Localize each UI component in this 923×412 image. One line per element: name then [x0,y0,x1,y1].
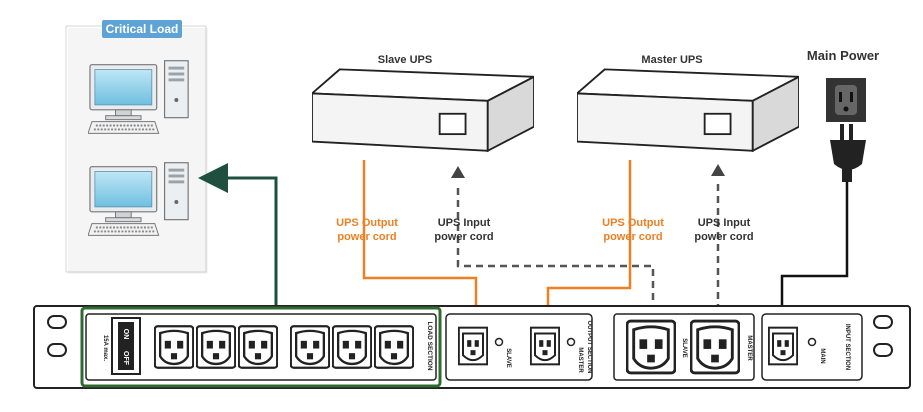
switch-on-label: ON [122,329,129,340]
rack-mount-hole [47,343,67,357]
main-power-title: Main Power [807,48,879,63]
critical-load-title: Critical Load [106,22,179,36]
slave-input-cord-label-line2: power cord [434,231,493,243]
slave-input-label: SLAVE [681,338,687,358]
slave-indicator-led [494,337,504,347]
output-slave-label: SLAVE [505,348,511,368]
load-section-frame [80,306,442,388]
rack-mount-hole [873,315,893,329]
input-section-label: INPUT SECTION [844,324,850,370]
main-indicator-led [807,337,817,347]
load-section-label: LOAD SECTION [426,321,433,370]
breaker-rating: 15A max. [102,335,108,361]
master-input-outlet-icon [690,319,740,375]
load-feed-arrow [198,163,278,308]
critical-load-badge [102,20,182,38]
master-input-label: MASTER [746,335,752,361]
output-master-outlet-icon [530,326,560,366]
output-master-label: MASTER [577,347,583,373]
load-outlet-icon [196,324,236,370]
load-outlet-icon [290,324,330,370]
master-input-cord-label-line1: UPS Input [698,217,751,229]
master-output-cord-label-line2: power cord [603,231,662,243]
load-outlet-icon [154,324,194,370]
slave-output-cord-label-line2: power cord [337,231,396,243]
slave-input-outlet-icon [626,319,676,375]
slave-ups-title: Slave UPS [378,54,432,66]
wall-outlet-icon [826,78,866,122]
rack-mount-hole [47,315,67,329]
load-outlet-icon [332,324,372,370]
master-input-cord [711,164,725,312]
master-ups-title: Master UPS [641,54,702,66]
master-indicator-led [566,337,576,347]
slave-ups-icon [312,68,534,152]
input-section-frame [761,313,863,381]
master-output-cord-label-line1: UPS Output [602,217,664,229]
critical-load-panel: Critical Load [65,20,208,274]
main-input-label: MAIN [819,348,825,363]
breaker-switch [111,317,141,375]
output-section-label: OUTPUT SECTION [586,320,592,373]
output-slave-outlet-icon [458,326,488,366]
master-input-cord-label-line2: power cord [694,231,753,243]
slave-output-cord-label-line1: UPS Output [336,217,398,229]
power-plug-icon [830,124,866,182]
switch-off-label: OFF [122,351,129,366]
slave-input-cord [451,166,655,312]
output-section-frame [445,313,593,381]
slave-input-cord-label-line1: UPS Input [438,217,491,229]
load-outlet-icon [374,324,414,370]
rack-mount-hole [873,343,893,357]
load-outlet-icon [238,324,278,370]
pdu-rack-unit: 15A max. ON OFF LOAD SECTION SLAVE MASTE… [33,305,911,389]
master-ups-icon [577,68,799,152]
main-input-outlet-icon [768,326,798,366]
